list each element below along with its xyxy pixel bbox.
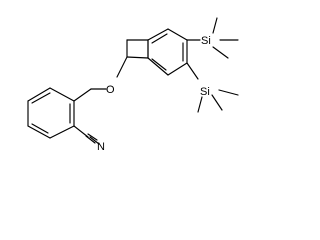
cyclobutene-ring: [126, 39, 149, 59]
nitrile-group: [73, 125, 100, 145]
oxygen-atom-label: O: [106, 84, 115, 96]
trimethylsilyl-top: [186, 17, 239, 59]
benzonitrile-ring: [27, 87, 75, 139]
fused-benzene-ring: [147, 28, 188, 76]
silicon-bottom-atom-label: Si: [200, 86, 210, 98]
chemical-structure: O Si Si N: [27, 17, 239, 153]
nitrogen-atom-label: N: [97, 141, 105, 153]
silicon-top-atom-label: Si: [201, 35, 211, 47]
trimethylsilyl-bottom: [186, 62, 239, 113]
ether-linkage: [73, 56, 128, 102]
